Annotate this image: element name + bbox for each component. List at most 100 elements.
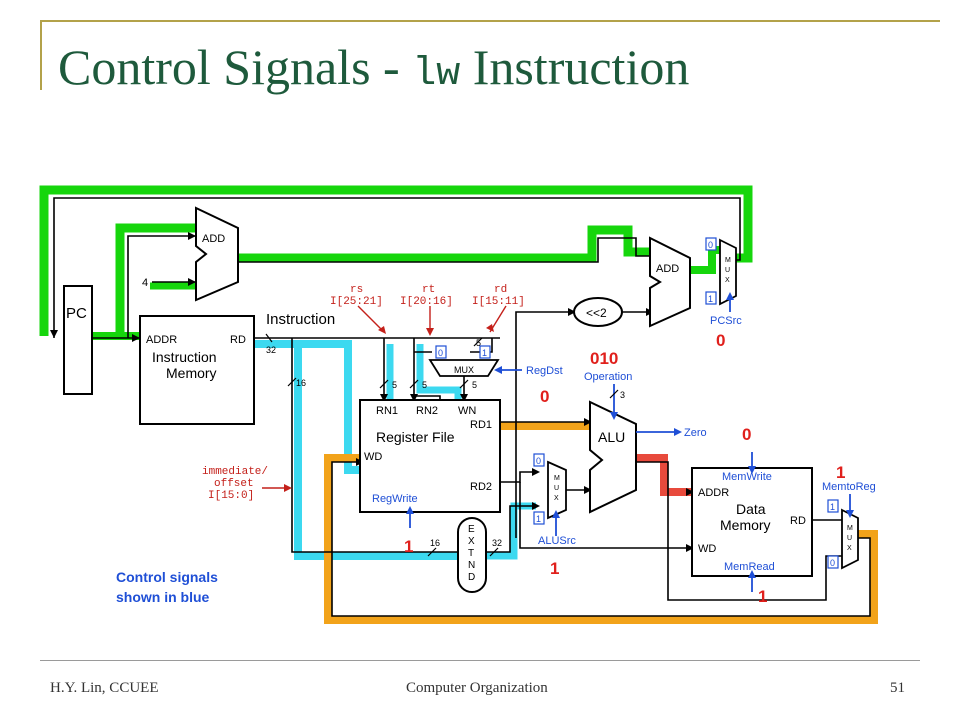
alusrc-label: ALUSrc [538, 535, 576, 547]
regdst-label: RegDst [526, 365, 563, 377]
alusrc-mux-x: X [554, 495, 559, 502]
extend-t: T [468, 548, 474, 559]
rs-name: rs [350, 284, 363, 296]
alusrc-mux-in1-box [533, 511, 545, 525]
register-file [359, 399, 501, 513]
value-pcsrc: 0 [716, 331, 725, 350]
dm-name2: Memory [720, 517, 771, 533]
const4-label: 4 [142, 277, 148, 289]
arrow-rn1 [380, 394, 388, 402]
slash-16 [287, 377, 297, 387]
adder-right [649, 236, 691, 328]
dm-rd: RD [790, 515, 806, 527]
value-regwrite: 1 [404, 537, 413, 556]
green-path-pc-loop [39, 185, 753, 336]
regdst-arrowhead [494, 366, 502, 374]
regdst-mux [428, 359, 500, 377]
alusrc-arrowhead [552, 510, 560, 518]
wire-writeback [331, 461, 871, 617]
pc-label: PC [66, 305, 87, 322]
value-aluop: 010 [590, 349, 618, 368]
pcsrc-arrowhead [726, 292, 734, 300]
note-line2: shown in blue [116, 589, 210, 605]
alusrc-mux-in0-box [533, 453, 545, 467]
arrow-rn2 [410, 394, 418, 402]
wire-imm [291, 338, 460, 553]
dm-addr: ADDR [698, 487, 729, 499]
operation-arrowhead [610, 412, 618, 420]
green-path-add-to-add [238, 225, 654, 263]
labels: PC ADD ADD 4 <<2 ADDR RD Instruction Mem… [66, 233, 876, 605]
rf-rd1: RD1 [470, 419, 492, 431]
op-width-label: 3 [620, 390, 625, 400]
memtoreg-mux-in1: 1 [830, 502, 835, 512]
footer-author: H.Y. Lin, CCUEE [50, 680, 159, 696]
alusrc-mux-in0: 0 [536, 456, 541, 466]
wire-add-add [238, 237, 654, 263]
slide-title: Control Signals - lw Instruction [58, 39, 690, 97]
arrow-shift [568, 308, 576, 316]
adder-top-label: ADD [202, 233, 225, 245]
value-memtoreg: 1 [836, 463, 845, 482]
arrow-mux-1 [532, 502, 540, 510]
rs-arrowhead [378, 326, 386, 334]
adder-right-label: ADD [656, 263, 679, 275]
rd-arrowhead [486, 324, 494, 332]
rf-rn1: RN1 [376, 405, 398, 417]
regdst-mux-in0: 0 [438, 348, 443, 358]
pc-mux-x: X [725, 277, 730, 284]
arrow-alu-b [584, 486, 592, 494]
rd-name: rd [494, 284, 507, 296]
pc-mux [719, 238, 737, 306]
slide-frame-left [40, 20, 42, 90]
imm-line3: I[15:0] [208, 490, 254, 502]
memtoreg-mux-in0-box [827, 555, 839, 569]
control-values: 0 010 0 0 1 1 1 1 [404, 331, 845, 606]
instruction-memory [139, 315, 255, 425]
wire-rt [413, 338, 441, 400]
rs-arrow [357, 305, 385, 333]
sign-extend-unit [457, 517, 487, 593]
slash-ext-out [489, 547, 499, 557]
rd-bits: I[15:11] [472, 296, 525, 308]
operation-label: Operation [584, 371, 632, 383]
rf-wd: WD [364, 451, 382, 463]
alusrc-mux [547, 460, 567, 520]
rt-bits: I[20:16] [400, 296, 453, 308]
w5b: 5 [422, 380, 427, 390]
arrow-add-4 [188, 278, 196, 286]
footer-course: Computer Organization [406, 680, 548, 696]
cyan-path-rt [416, 344, 462, 402]
slash-5b [409, 379, 419, 389]
slide-frame-top [40, 20, 940, 22]
slash-32 [265, 333, 273, 343]
memtoreg-mux [841, 508, 859, 570]
wire-pc-add [127, 235, 196, 338]
highlight-paths [39, 185, 878, 624]
adder-top [195, 206, 239, 302]
pc-mux-m: M [725, 257, 731, 264]
dm-wd: WD [698, 543, 716, 555]
wire-ext-mux [486, 505, 538, 553]
arrow-alu-a [584, 418, 592, 426]
bus32-label: 32 [266, 345, 276, 355]
control-arrowheads [406, 292, 854, 578]
regdst-mux-in1-box [479, 345, 491, 359]
field-arrowheads [284, 324, 494, 492]
slash-5a [379, 379, 389, 389]
rt-name: rt [422, 284, 435, 296]
im-name-line2: Memory [166, 365, 217, 381]
wire-rd2 [500, 471, 538, 483]
imm-line2: offset [214, 478, 254, 490]
green-path-pc-add [115, 223, 196, 336]
ext-in-width: 16 [430, 538, 440, 548]
extend-d: D [468, 572, 475, 583]
shift-label: <<2 [586, 306, 607, 320]
imm-arrowhead [284, 484, 292, 492]
arrow-pc-in [50, 330, 58, 338]
wire-rd2-wd [519, 482, 694, 549]
note-line1: Control signals [116, 569, 218, 585]
pc-mux-in0-box [705, 237, 717, 251]
arrow-dm-addr [686, 488, 694, 496]
rf-wn: WN [458, 405, 476, 417]
